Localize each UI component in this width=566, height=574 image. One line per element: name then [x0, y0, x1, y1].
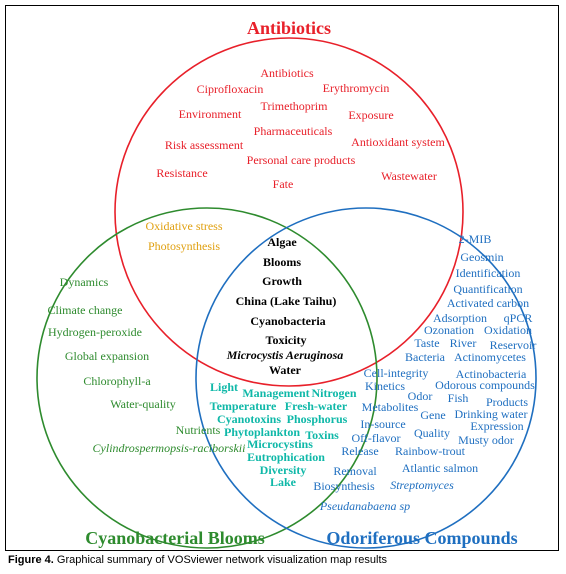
term-gene: Gene	[420, 408, 445, 422]
term-microcystins: Microcystins	[247, 437, 313, 451]
term-water: Water	[269, 363, 302, 377]
term-management: Management	[242, 386, 309, 400]
term-trimethoprim: Trimethoprim	[261, 99, 329, 113]
term-fish: Fish	[448, 391, 469, 405]
heading-odoriferous-compounds: Odoriferous Compounds	[326, 528, 517, 548]
term-personal-care-products: Personal care products	[247, 153, 356, 167]
term-bacteria: Bacteria	[405, 350, 446, 364]
term-taste: Taste	[414, 336, 439, 350]
term-temperature: Temperature	[210, 399, 277, 413]
heading-antibiotics: Antibiotics	[247, 18, 331, 38]
term-photosynthesis: Photosynthesis	[148, 239, 220, 253]
term-biosynthesis: Biosynthesis	[313, 479, 375, 493]
term-release: Release	[341, 444, 378, 458]
odoriferous-circle	[195, 207, 537, 549]
cyanobacterial-circle	[36, 207, 378, 549]
term-diversity: Diversity	[260, 463, 307, 477]
term-actinobacteria: Actinobacteria	[456, 367, 527, 381]
term-quantification: Quantification	[453, 282, 522, 296]
term-microcystis-aeruginosa: Microcystis Aeruginosa	[226, 348, 344, 362]
term-resistance: Resistance	[156, 166, 207, 180]
antibiotics-circle	[114, 37, 464, 387]
term-dynamics: Dynamics	[60, 275, 109, 289]
term-antibiotics: Antibiotics	[260, 66, 314, 80]
term-risk-assessment: Risk assessment	[165, 138, 244, 152]
overlap-antibiotics-cyanobacterial: Oxidative stress Photosynthesis	[146, 219, 223, 253]
term-reservoir: Reservoir	[490, 338, 537, 352]
term-exposure: Exposure	[348, 108, 393, 122]
term-ozonation: Ozonation	[424, 323, 474, 337]
term-phytoplankton: Phytoplankton	[224, 425, 300, 439]
figure-caption: Figure 4. Graphical summary of VOSviewer…	[8, 554, 560, 566]
term-quality: Quality	[414, 426, 450, 440]
odoriferous-terms: 2-MIB Geosmin Identification Quantificat…	[313, 232, 536, 513]
term-pharmaceuticals: Pharmaceuticals	[254, 124, 333, 138]
term-rainbow-trout: Rainbow-trout	[395, 444, 466, 458]
term-odor: Odor	[408, 389, 433, 403]
term-environment: Environment	[179, 107, 242, 121]
term-drinking-water: Drinking water	[455, 407, 528, 421]
term-cylindrospermopsis-raciborskii: Cylindrospermopsis-raciborskii	[93, 441, 246, 455]
term-chlorophyll-a: Chlorophyll-a	[83, 374, 151, 388]
term-china-lake-taihu: China (Lake Taihu)	[236, 294, 337, 308]
cyanobacterial-terms: Dynamics Climate change Hydrogen-peroxid…	[48, 275, 246, 455]
term-streptomyces: Streptomyces	[390, 478, 454, 492]
overlap-cyanobacterial-odoriferous: Light Management Nitrogen Temperature Fr…	[210, 380, 357, 489]
term-toxins: Toxins	[305, 428, 339, 442]
term-cyanotoxins: Cyanotoxins	[217, 412, 281, 426]
term-expression: Expression	[470, 419, 523, 433]
term-oxidation: Oxidation	[484, 323, 532, 337]
figure-frame	[5, 5, 559, 551]
term-identification: Identification	[456, 266, 521, 280]
term-nitrogen: Nitrogen	[311, 386, 356, 400]
term-nutrients: Nutrients	[176, 423, 221, 437]
term-fresh-water: Fresh-water	[285, 399, 348, 413]
heading-cyanobacterial-blooms: Cyanobacterial Blooms	[85, 528, 265, 548]
term-adsorption: Adsorption	[433, 311, 487, 325]
term-geosmin: Geosmin	[460, 250, 503, 264]
term-toxicity: Toxicity	[266, 333, 307, 347]
term-antioxidant-system: Antioxidant system	[351, 135, 445, 149]
term-products: Products	[486, 395, 528, 409]
term-hydrogen-peroxide: Hydrogen-peroxide	[48, 325, 142, 339]
term-atlantic-salmon: Atlantic salmon	[402, 461, 478, 475]
term-water-quality: Water-quality	[110, 397, 175, 411]
term-lake: Lake	[270, 475, 297, 489]
term-algae: Algae	[267, 235, 297, 249]
term-eutrophication: Eutrophication	[247, 450, 325, 464]
term-2-mib: 2-MIB	[459, 232, 492, 246]
term-musty-odor: Musty odor	[458, 433, 514, 447]
term-river: River	[450, 336, 477, 350]
term-global-expansion: Global expansion	[65, 349, 149, 363]
term-removal: Removal	[333, 464, 377, 478]
caption-label: Figure 4.	[8, 554, 54, 566]
antibiotics-terms: Antibiotics Ciprofloxacin Erythromycin T…	[156, 66, 445, 191]
term-cell-integrity: Cell-integrity	[364, 366, 429, 380]
term-wastewater: Wastewater	[381, 169, 437, 183]
term-qpcr: qPCR	[504, 311, 533, 325]
caption-text: Graphical summary of VOSviewer network v…	[53, 554, 388, 566]
term-ciprofloxacin: Ciprofloxacin	[197, 82, 264, 96]
term-cyanobacteria: Cyanobacteria	[250, 314, 325, 328]
term-fate: Fate	[273, 177, 294, 191]
term-erythromycin: Erythromycin	[323, 81, 390, 95]
term-odorous-compounds: Odorous compounds	[435, 378, 535, 392]
term-light: Light	[210, 380, 238, 394]
term-phosphorus: Phosphorus	[287, 412, 348, 426]
term-blooms: Blooms	[263, 255, 301, 269]
term-activated-carbon: Activated carbon	[447, 296, 529, 310]
term-pseudanabaena-sp: Pseudanabaena sp	[319, 499, 410, 513]
term-off-flavor: Off-flavor	[351, 431, 400, 445]
term-kinetics: Kinetics	[365, 379, 405, 393]
term-in-source: In-source	[360, 417, 405, 431]
term-oxidative-stress: Oxidative stress	[146, 219, 223, 233]
term-growth: Growth	[262, 274, 302, 288]
term-actinomycetes: Actinomycetes	[454, 350, 526, 364]
term-climate-change: Climate change	[48, 303, 123, 317]
term-metabolites: Metabolites	[362, 400, 419, 414]
center-terms: Algae Blooms Growth China (Lake Taihu) C…	[226, 235, 344, 377]
